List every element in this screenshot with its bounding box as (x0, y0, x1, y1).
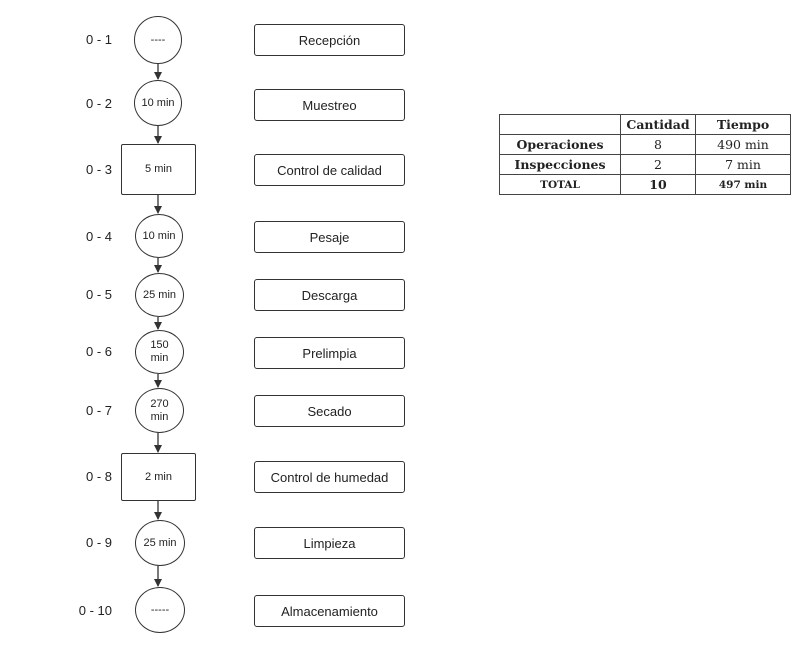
step-code: 0 - 4 (85, 229, 112, 244)
row-label: TOTAL (499, 174, 621, 195)
summary-table: Cantidad Tiempo Operaciones 8 490 min In… (499, 114, 791, 195)
step-name: Secado (254, 395, 405, 427)
table-row: Inspecciones 2 7 min (499, 154, 791, 175)
inspection-node: 5 min (121, 144, 196, 195)
arrow-head-icon (154, 206, 162, 214)
step-code: 0 - 3 (85, 162, 112, 177)
arrow-head-icon (154, 445, 162, 453)
arrow-head-icon (154, 136, 162, 144)
step-name: Prelimpia (254, 337, 405, 369)
operation-node: 10 min (135, 214, 183, 258)
arrow-head-icon (154, 579, 162, 587)
operation-node: 10 min (134, 80, 182, 126)
operation-node: ---- (134, 16, 182, 64)
cell-cantidad: 10 (620, 174, 696, 195)
cell-tiempo: 7 min (695, 154, 791, 175)
cell-cantidad: 8 (620, 134, 696, 155)
arrow-head-icon (154, 512, 162, 520)
step-name: Control de calidad (254, 154, 405, 186)
step-name: Almacenamiento (254, 595, 405, 627)
header-tiempo: Tiempo (695, 114, 791, 135)
step-name: Control de humedad (254, 461, 405, 493)
step-name: Descarga (254, 279, 405, 311)
table-row: Operaciones 8 490 min (499, 134, 791, 155)
header-cantidad: Cantidad (620, 114, 696, 135)
header-empty (499, 114, 621, 135)
row-label: Operaciones (499, 134, 621, 155)
step-code: 0 - 1 (85, 32, 112, 47)
step-code: 0 - 6 (85, 344, 112, 359)
step-name: Pesaje (254, 221, 405, 253)
table-row-total: TOTAL 10 497 min (499, 174, 791, 195)
arrow-head-icon (154, 265, 162, 273)
operation-node: 270 min (135, 388, 184, 433)
inspection-node: 2 min (121, 453, 196, 501)
step-code: 0 - 2 (85, 96, 112, 111)
step-code: 0 - 9 (85, 535, 112, 550)
arrow-head-icon (154, 322, 162, 330)
operation-node: 25 min (135, 273, 184, 317)
arrow-head-icon (154, 72, 162, 80)
step-name: Recepción (254, 24, 405, 56)
table-header-row: Cantidad Tiempo (499, 114, 791, 135)
cell-cantidad: 2 (620, 154, 696, 175)
step-code: 0 - 7 (85, 403, 112, 418)
cell-tiempo: 497 min (695, 174, 791, 195)
operation-node: 25 min (135, 520, 185, 566)
operation-node: ----- (135, 587, 185, 633)
step-code: 0 - 10 (78, 603, 112, 618)
step-code: 0 - 5 (85, 287, 112, 302)
arrow-head-icon (154, 380, 162, 388)
step-code: 0 - 8 (85, 469, 112, 484)
cell-tiempo: 490 min (695, 134, 791, 155)
step-name: Muestreo (254, 89, 405, 121)
operation-node: 150 min (135, 330, 184, 374)
row-label: Inspecciones (499, 154, 621, 175)
step-name: Limpieza (254, 527, 405, 559)
